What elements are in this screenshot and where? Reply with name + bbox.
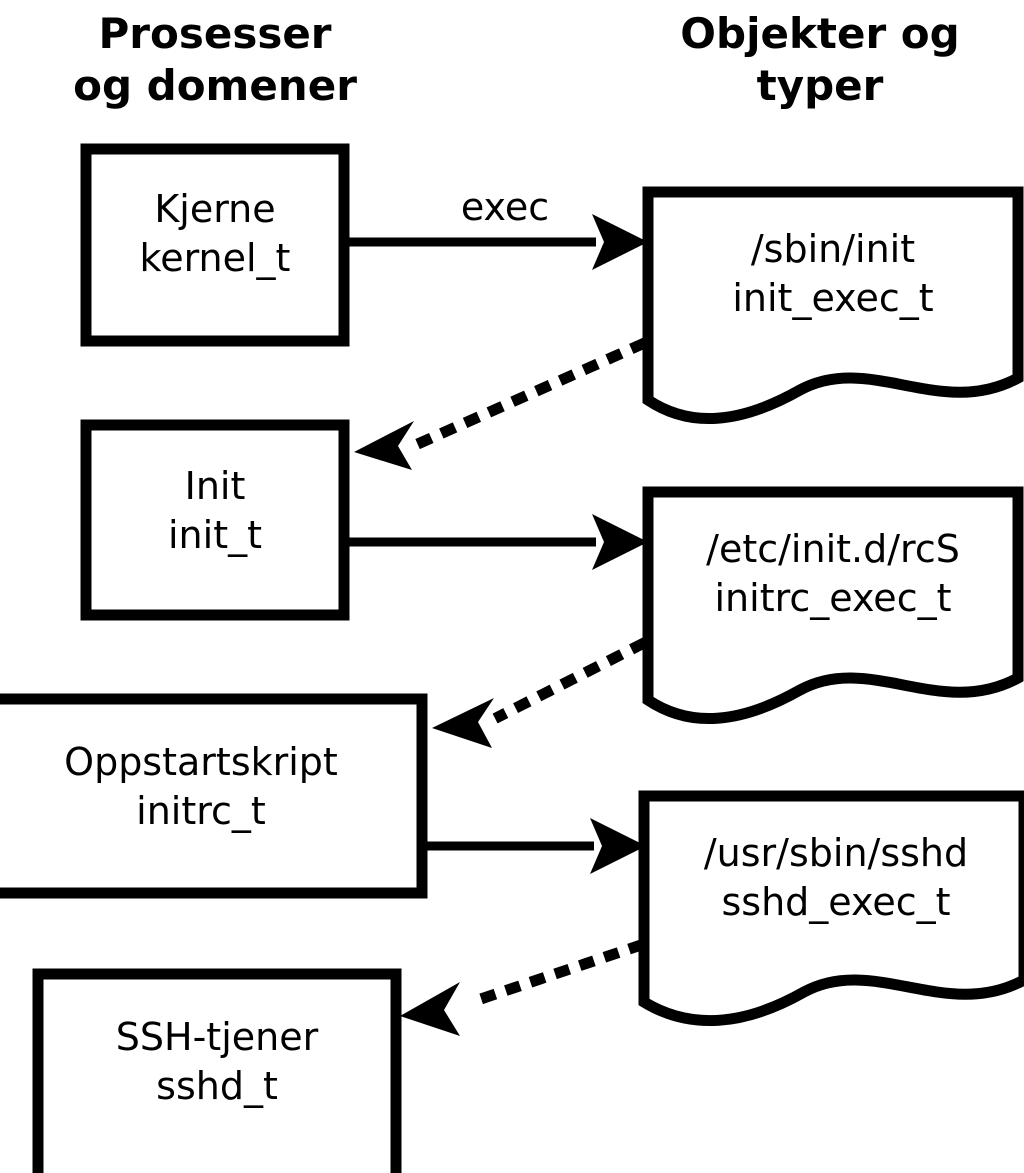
- process-label-sshd: SSH-tjener sshd_t: [115, 1015, 319, 1108]
- edge-initrc-exec-to-initrc[interactable]: [432, 637, 648, 748]
- process-label-init: Init init_t: [168, 464, 262, 557]
- edge-init-to-initrc-exec[interactable]: [344, 514, 648, 570]
- object-doc-init-exec[interactable]: [642, 186, 1024, 425]
- process-box-initrc[interactable]: [0, 693, 428, 899]
- process-box-init[interactable]: [80, 419, 350, 621]
- object-doc-initrc-exec[interactable]: [642, 486, 1024, 725]
- edge-kernel-to-init-exec[interactable]: [344, 214, 648, 270]
- edge-sshd-exec-to-sshd[interactable]: [400, 939, 645, 1036]
- edge-label-exec: exec: [460, 185, 550, 229]
- object-label-init-exec: /sbin/init init_exec_t: [732, 227, 934, 320]
- column-heading-objects: Objekter og typer: [680, 9, 960, 110]
- object-label-sshd-exec: /usr/sbin/sshd sshd_exec_t: [703, 831, 969, 924]
- object-label-initrc-exec: /etc/init.d/rcS initrc_exec_t: [706, 527, 960, 620]
- process-label-initrc: Oppstartskript initrc_t: [64, 740, 338, 833]
- column-heading-processes: Prosesser og domener: [73, 9, 357, 110]
- edge-initrc-to-sshd-exec[interactable]: [422, 818, 646, 874]
- process-label-kernel: Kjerne kernel_t: [139, 187, 291, 280]
- edge-init-exec-to-init[interactable]: [354, 337, 648, 470]
- process-box-kernel[interactable]: [80, 143, 350, 347]
- object-doc-sshd-exec[interactable]: [638, 790, 1024, 1027]
- process-box-sshd[interactable]: [32, 968, 402, 1173]
